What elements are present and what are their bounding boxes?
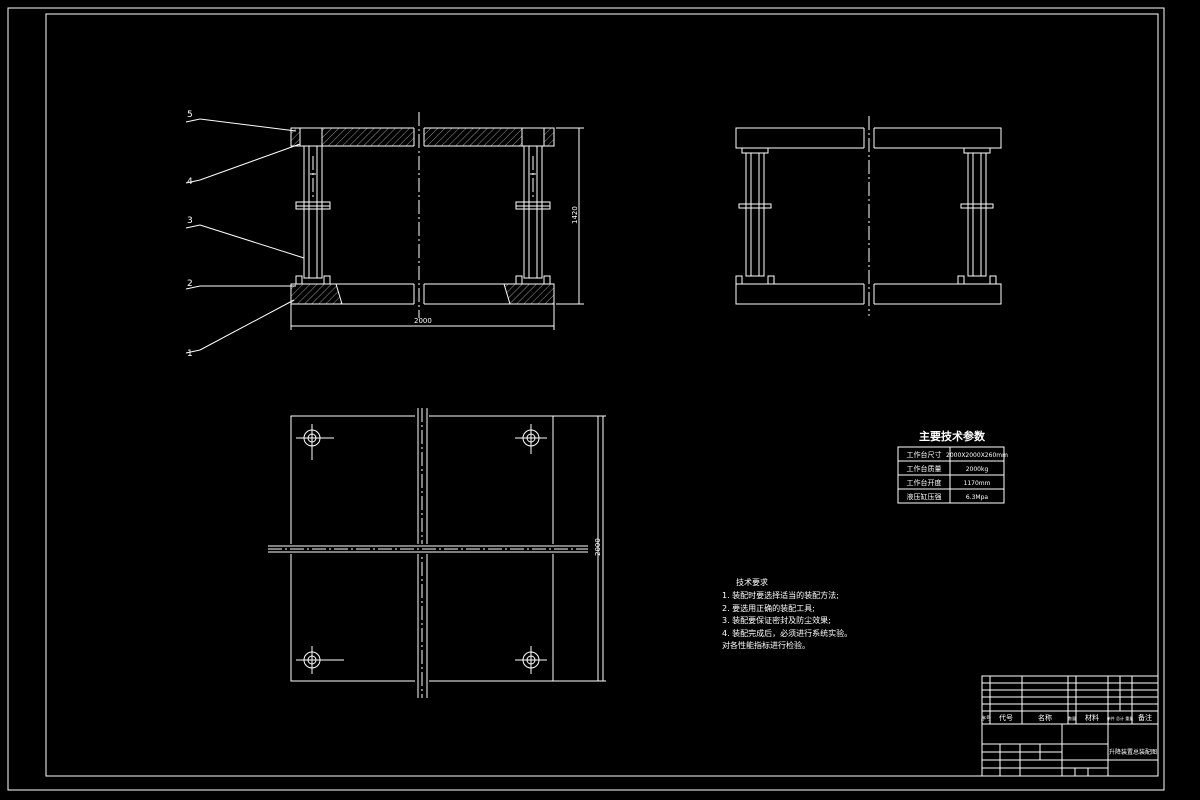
side-view	[735, 116, 1002, 316]
balloon-2: 2	[187, 279, 193, 289]
sheet-border	[7, 7, 1165, 791]
param-label-1: 工作台质量	[907, 464, 942, 473]
front-view	[185, 112, 584, 354]
requirement-5: 对各性能指标进行检验。	[722, 640, 810, 650]
requirements-title: 技术要求	[736, 577, 768, 587]
params-table	[897, 446, 1005, 504]
param-value-0: 2000X2000X260mm	[946, 452, 1008, 459]
param-label-0: 工作台尺寸	[907, 450, 942, 459]
tb-drawing-name: 升降装置总装配图	[1109, 748, 1157, 756]
param-label-3: 液压缸压强	[907, 492, 942, 501]
param-value-2: 1170mm	[964, 480, 991, 487]
tb-header-qty: 数量	[1068, 715, 1076, 721]
param-label-2: 工作台开度	[907, 478, 942, 487]
params-title: 主要技术参数	[919, 429, 986, 443]
tb-header-remark: 备注	[1138, 713, 1152, 722]
tb-header-seq: 序号	[981, 715, 991, 722]
dim-width: 2000	[414, 317, 432, 325]
balloon-3: 3	[187, 216, 193, 226]
tb-header-code: 代号	[999, 713, 1013, 722]
requirement-1: 1. 装配时要选择适当的装配方法;	[722, 590, 839, 600]
balloon-1: 1	[187, 349, 193, 359]
tb-header-weight: 单件 总计 重量	[1107, 715, 1134, 721]
tb-header-material: 材料	[1085, 713, 1099, 722]
requirement-3: 3. 装配要保证密封及防尘效果;	[722, 615, 831, 625]
top-view	[268, 408, 606, 698]
balloon-4: 4	[187, 177, 193, 187]
title-block	[981, 675, 1159, 777]
balloon-5: 5	[187, 110, 193, 120]
requirement-2: 2. 要选用正确的装配工具;	[722, 603, 815, 613]
dim-depth: 2000	[594, 538, 602, 556]
param-value-1: 2000kg	[966, 466, 989, 473]
dim-height: 1420	[571, 206, 579, 224]
drawing-frame	[45, 13, 1159, 777]
requirement-4: 4. 装配完成后，必须进行系统实验。	[722, 628, 852, 638]
param-value-3: 6.3Mpa	[966, 494, 989, 501]
tb-header-name: 名称	[1038, 713, 1052, 722]
